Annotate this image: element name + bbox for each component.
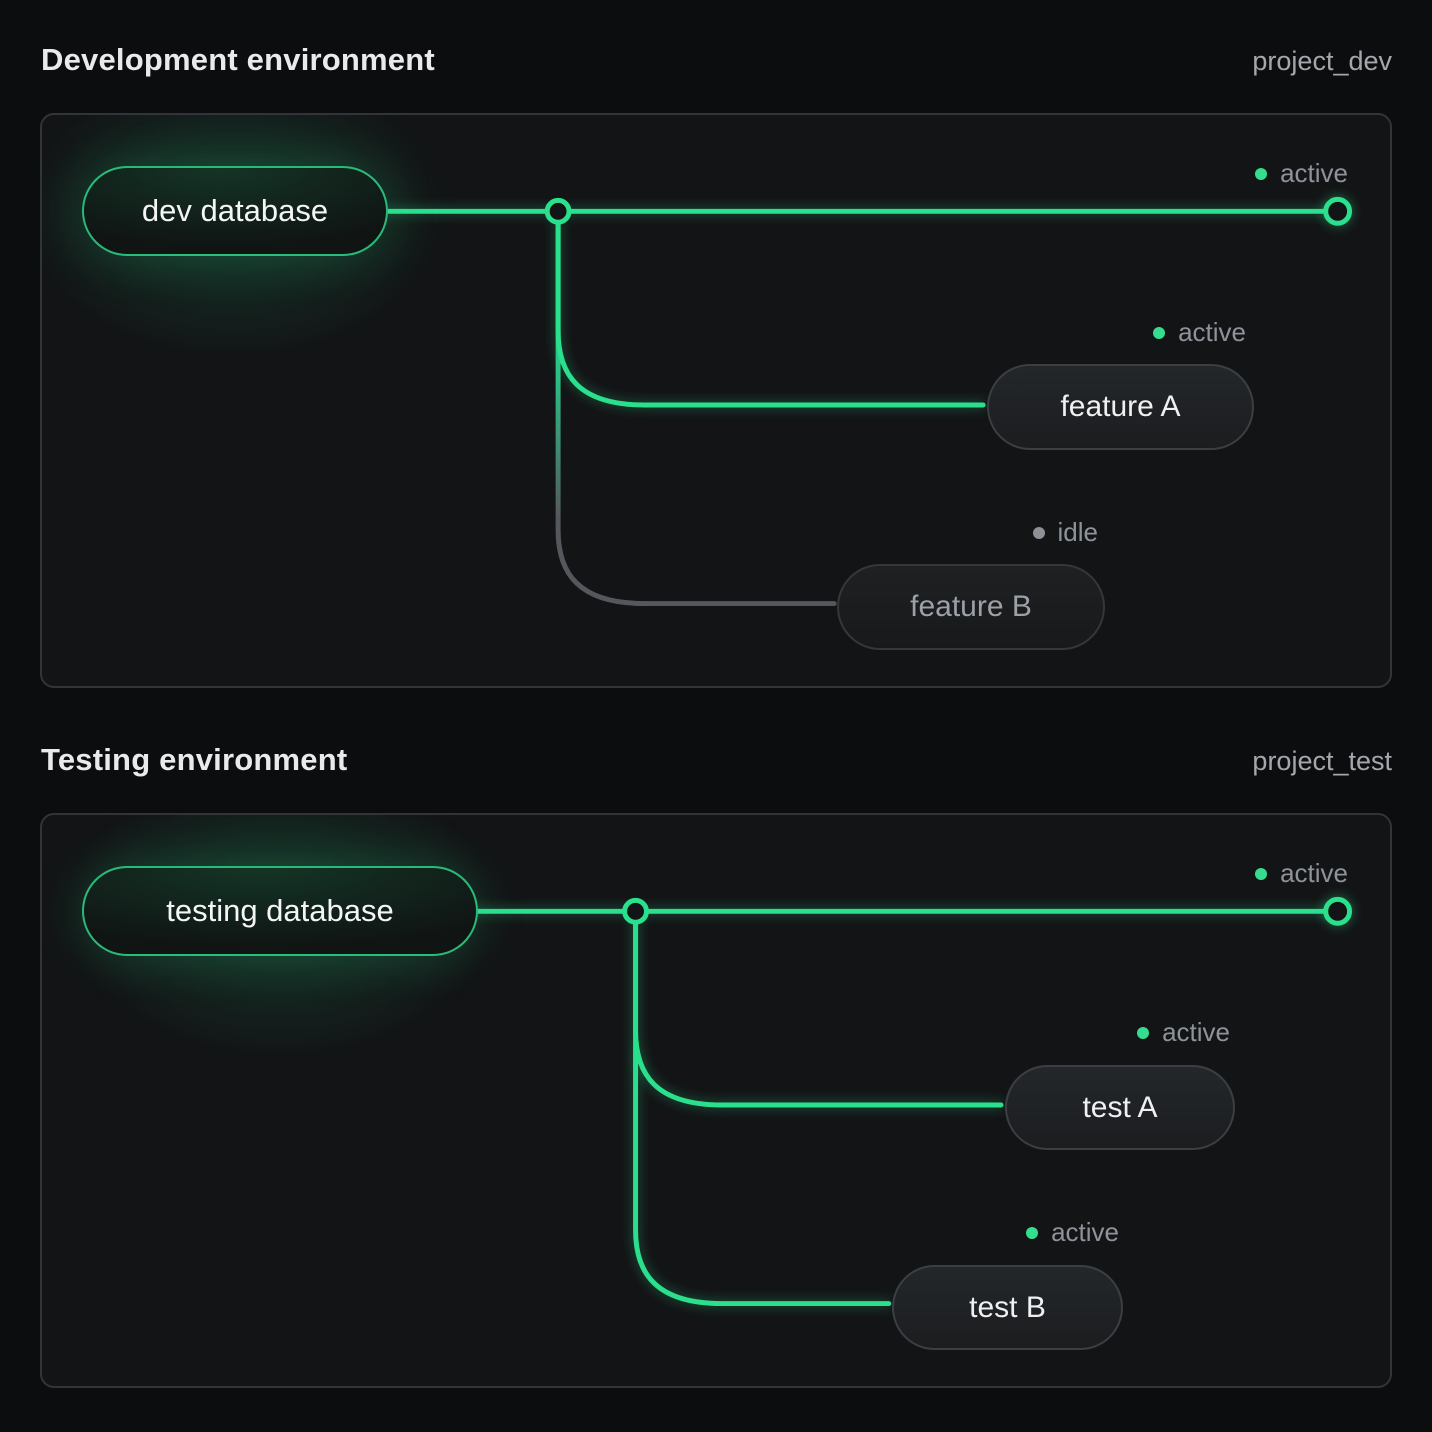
project-id-label: project_test bbox=[1252, 746, 1392, 776]
status-dot-icon bbox=[1032, 526, 1045, 539]
status-label: active bbox=[1162, 1017, 1230, 1047]
status-label: idle bbox=[1057, 517, 1098, 547]
branch-line-test-a bbox=[633, 908, 1004, 1108]
feature-a-node[interactable]: feature A bbox=[987, 364, 1254, 450]
feature-a-status: active bbox=[1153, 317, 1246, 348]
feature-b-status: idle bbox=[1032, 517, 1098, 548]
testing-database-node[interactable]: testing database bbox=[82, 866, 478, 956]
dev-database-node[interactable]: dev database bbox=[82, 166, 388, 256]
branch-line-feature-b bbox=[555, 208, 837, 607]
status-dot-icon bbox=[1255, 167, 1268, 180]
dev-environment-header: Development environment project_dev bbox=[41, 42, 1392, 78]
feature-a-label: feature A bbox=[1060, 390, 1181, 423]
page-title: Development environment bbox=[41, 42, 435, 77]
feature-b-label: feature B bbox=[910, 590, 1032, 623]
main-branch-status: active bbox=[1255, 858, 1348, 889]
test-b-node[interactable]: test B bbox=[892, 1265, 1123, 1350]
main-branch-endpoint bbox=[1323, 196, 1353, 226]
test-b-label: test B bbox=[969, 1290, 1046, 1324]
status-dot-icon bbox=[1026, 1226, 1039, 1239]
branch-point bbox=[622, 897, 649, 925]
status-label: active bbox=[1280, 158, 1348, 188]
branch-line-test-b bbox=[633, 908, 892, 1307]
status-dot-icon bbox=[1255, 867, 1268, 880]
main-branch-status: active bbox=[1255, 158, 1348, 189]
status-label: active bbox=[1280, 858, 1348, 888]
branch-diagram-svg bbox=[434, 896, 1353, 1307]
project-id-label: project_dev bbox=[1252, 46, 1392, 76]
status-label: active bbox=[1051, 1217, 1119, 1247]
main-branch-endpoint bbox=[1323, 896, 1353, 926]
status-dot-icon bbox=[1153, 326, 1166, 339]
testing-database-label: testing database bbox=[166, 893, 394, 928]
feature-b-node[interactable]: feature B bbox=[837, 564, 1105, 650]
status-label: active bbox=[1178, 317, 1246, 347]
dev-database-label: dev database bbox=[141, 193, 329, 228]
branch-line-feature-a bbox=[555, 208, 986, 408]
branch-diagram-svg bbox=[345, 196, 1353, 607]
page-title: Testing environment bbox=[41, 742, 348, 777]
test-environment-panel: testing database active active test A ac… bbox=[40, 813, 1392, 1388]
test-a-label: test A bbox=[1082, 1090, 1158, 1124]
test-environment-header: Testing environment project_test bbox=[41, 742, 1392, 778]
test-a-node[interactable]: test A bbox=[1005, 1065, 1235, 1150]
branch-point bbox=[544, 197, 572, 225]
test-a-status: active bbox=[1137, 1017, 1230, 1048]
test-b-status: active bbox=[1026, 1217, 1119, 1248]
status-dot-icon bbox=[1137, 1026, 1150, 1039]
dev-environment-panel: dev database active active feature A idl… bbox=[40, 113, 1392, 688]
